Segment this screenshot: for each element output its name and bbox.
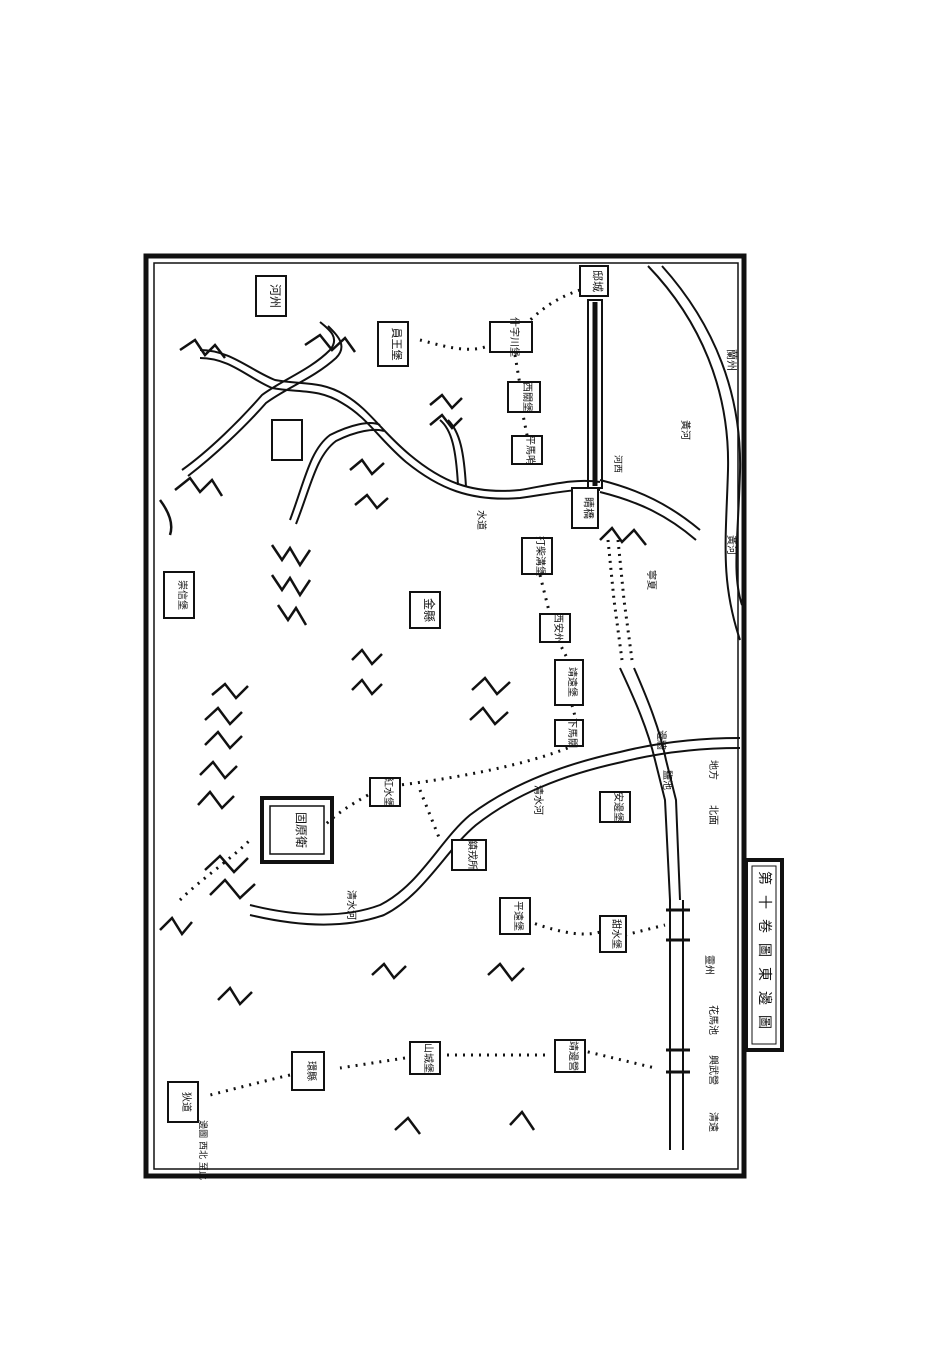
label-xianfang: 邊牆 <box>655 730 668 750</box>
label-diwang: 狄道 <box>180 1092 193 1112</box>
label-hexi: 河西 <box>612 455 624 473</box>
great-wall-north <box>587 299 603 489</box>
side-title-char-3: 圖 <box>756 943 772 957</box>
label-dibian: 地方 <box>707 760 720 780</box>
label-hongshui: 紅水堡 <box>382 777 395 807</box>
label-beimian: 北面 <box>707 805 719 825</box>
settlement-labels: 河州 員王堡 什字川堡 西關堡 平馬哨 睛橋 邸城 打柴溝堡 金縣 崇信堡 西安… <box>176 270 625 1112</box>
label-wuhe: 鎮戎所 <box>466 840 479 870</box>
label-qingshui2: 清水河 <box>345 890 358 920</box>
side-title-char-4: 東 <box>756 967 772 981</box>
qingshui-river <box>249 737 741 926</box>
label-hezhou2: 崇信堡 <box>176 580 189 610</box>
label-xizhou: 西安州 <box>552 613 565 643</box>
label-jiahe: 甜水堡 <box>610 919 623 949</box>
yellow-river <box>599 265 743 641</box>
side-title-tab: 第 十 卷 圖 東 邊 圖 <box>744 858 784 1052</box>
label-lanzhou: 蘭州 <box>725 349 738 371</box>
label-qingqiao: 睛橋 <box>582 497 596 519</box>
label-huanghe1: 黃河 <box>679 420 692 440</box>
label-jingbian: 靖邊營 <box>567 1041 580 1071</box>
settlement-boxes <box>163 265 631 1123</box>
side-title-char-2: 卷 <box>756 919 772 933</box>
corner-note: 邊圖 西北 至此 <box>197 1120 209 1180</box>
label-shuidao: 水道 <box>475 510 488 530</box>
label-huamachi: 花馬池 <box>707 1005 720 1035</box>
label-pingyuan: 平遠堡 <box>512 901 525 931</box>
label-shishan: 山城堡 <box>422 1043 435 1073</box>
great-wall-south <box>619 667 690 1150</box>
label-huanghe2: 黃河 <box>725 535 738 555</box>
side-title-char-5: 邊 <box>756 991 772 1005</box>
label-lingzhou: 環縣 <box>305 1061 317 1081</box>
label-anlan: 安邊堡 <box>612 792 625 822</box>
label-gucheng: 固原衛 <box>294 812 308 848</box>
label-ningxia: 寧夏 <box>645 570 658 590</box>
map-frame <box>143 253 747 1179</box>
label-digong: 邸城 <box>591 270 604 292</box>
label-yanchi: 鹽池 <box>661 770 674 790</box>
label-pingmashao: 平馬哨 <box>524 435 537 465</box>
label-jinxian: 金縣 <box>422 598 437 622</box>
dotted-wall-link <box>606 539 634 661</box>
river-labels: 黃河 黃河 水道 清水河 清水河 <box>345 420 738 920</box>
label-xingwu: 興武營 <box>707 1055 720 1085</box>
dotted-routes <box>178 288 666 1097</box>
region-labels: 蘭州 寧夏 河西 鹽池 地方 北面 邊牆 靈州 花馬池 興武營 清遠 <box>612 349 738 1132</box>
label-dasanjia: 打柴溝堡 <box>534 536 547 576</box>
side-title-char-1: 十 <box>756 895 772 909</box>
label-yiwang: 員王堡 <box>390 328 404 361</box>
side-title-char-0: 第 <box>756 871 773 885</box>
mountains <box>158 333 647 1135</box>
label-jingyuan: 靖遠堡 <box>566 667 579 697</box>
gucheng-walled-city <box>260 796 334 864</box>
western-rivers <box>181 321 601 525</box>
label-qingshui1: 清水河 <box>532 785 545 815</box>
side-title-char-6: 圖 <box>756 1015 772 1029</box>
label-hezhou: 河州 <box>268 284 282 308</box>
label-xiama: 下馬關 <box>566 718 578 748</box>
label-qingyuan: 清遠 <box>707 1112 720 1132</box>
label-xiguanbao: 西關堡 <box>521 382 534 412</box>
label-shizichuan: 什字川堡 <box>508 317 521 357</box>
label-linghu: 靈州 <box>703 955 715 975</box>
